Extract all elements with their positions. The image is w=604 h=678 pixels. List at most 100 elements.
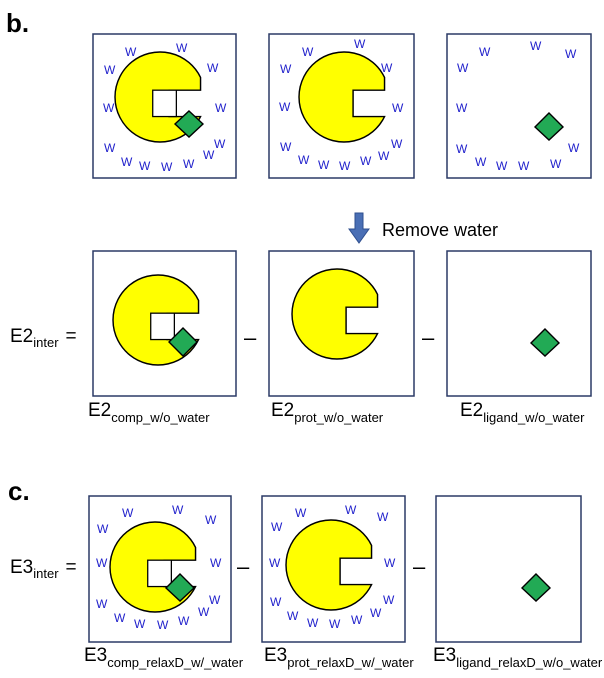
water-molecule: W [391, 137, 403, 151]
water-molecule: W [96, 597, 108, 611]
water-molecule: W [114, 611, 126, 625]
e3-inter-label: E3inter= [10, 557, 77, 581]
minus-sign: – [244, 325, 257, 350]
caption-e3-comp: E3comp_relaxD_w/_water [84, 645, 244, 670]
water-molecule: W [392, 101, 404, 115]
box-row3-ligand [435, 495, 582, 643]
water-molecule: W [280, 62, 292, 76]
panel-label-c: c. [8, 476, 30, 506]
water-molecule: W [456, 101, 468, 115]
water-molecule: W [125, 45, 137, 59]
water-molecule: W [475, 155, 487, 169]
water-molecule: W [172, 503, 184, 517]
water-molecule: W [383, 593, 395, 607]
water-molecule: W [97, 522, 109, 536]
caption-e3-ligand: E3ligand_relaxD_w/o_water [433, 645, 603, 670]
water-molecule: W [205, 513, 217, 527]
water-molecule: W [183, 157, 195, 171]
water-molecule: W [104, 141, 116, 155]
panel-label-b: b. [6, 8, 29, 38]
water-molecule: W [456, 142, 468, 156]
water-molecule: W [360, 154, 372, 168]
water-molecule: W [381, 61, 393, 75]
minus-sign: – [413, 554, 426, 579]
water-molecule: W [298, 153, 310, 167]
water-molecule: W [210, 556, 222, 570]
caption-e2-prot: E2prot_w/o_water [271, 400, 384, 425]
water-molecule: W [121, 155, 133, 169]
minus-sign: – [237, 554, 250, 579]
water-group-row1-ligand: W W W W W W W W W W W [456, 39, 580, 173]
water-molecule: W [157, 618, 169, 632]
water-molecule: W [307, 616, 319, 630]
water-molecule: W [96, 556, 108, 570]
water-molecule: W [339, 159, 351, 173]
water-molecule: W [280, 140, 292, 154]
water-molecule: W [287, 609, 299, 623]
water-molecule: W [176, 41, 188, 55]
e3-inter-equation-lhs: E3inter= [10, 557, 77, 581]
water-molecule: W [457, 61, 469, 75]
water-molecule: W [377, 510, 389, 524]
water-molecule: W [104, 63, 116, 77]
water-molecule: W [318, 158, 330, 172]
water-molecule: W [214, 137, 226, 151]
e2-inter-equation-lhs: E2inter= [10, 326, 77, 350]
water-molecule: W [207, 61, 219, 75]
water-molecule: W [329, 617, 341, 631]
water-molecule: W [496, 159, 508, 173]
water-molecule: W [122, 506, 134, 520]
box-row2-ligand [446, 250, 592, 397]
caption-e2-comp: E2comp_w/o_water [88, 400, 210, 425]
remove-water-label: Remove water [382, 220, 498, 240]
water-molecule: W [161, 160, 173, 174]
water-molecule: W [378, 149, 390, 163]
water-molecule: W [351, 613, 363, 627]
row3-complex-with-water: W W W W W W W W W W W W W [88, 495, 232, 643]
water-molecule: W [269, 556, 281, 570]
water-molecule: W [198, 605, 210, 619]
box-row1-ligand [446, 33, 592, 179]
water-molecule: W [203, 148, 215, 162]
water-group-row3-protein: W W W W W W W W W W W W W [269, 503, 396, 631]
water-group-row1-protein: W W W W W W W W W W W W W [279, 37, 404, 173]
water-molecule: W [550, 157, 562, 171]
ligand-diamond [529, 328, 561, 357]
water-molecule: W [384, 556, 396, 570]
water-molecule: W [209, 593, 221, 607]
water-molecule: W [279, 100, 291, 114]
water-molecule: W [565, 47, 577, 61]
water-molecule: W [134, 617, 146, 631]
remove-water-arrow: Remove water [348, 212, 498, 244]
water-molecule: W [270, 595, 282, 609]
row1-protein-with-water: W W W W W W W W W W W W W [268, 33, 415, 179]
water-molecule: W [479, 45, 491, 59]
row1-ligand-with-water: W W W W W W W W W W W [446, 33, 592, 179]
water-group-row3-complex: W W W W W W W W W W W W W [96, 503, 222, 632]
water-molecule: W [568, 141, 580, 155]
caption-e2-ligand: E2ligand_w/o_water [460, 400, 585, 425]
water-molecule: W [215, 101, 227, 115]
water-molecule: W [518, 159, 530, 173]
water-molecule: W [370, 606, 382, 620]
caption-e3-prot: E3prot_relaxD_w/_water [264, 645, 414, 670]
ligand-diamond [533, 112, 565, 141]
row3-protein-with-water: W W W W W W W W W W W W W [261, 495, 406, 643]
water-group-row1-complex: W W W W W W W W W W W W W [103, 41, 227, 174]
water-molecule: W [530, 39, 542, 53]
water-molecule: W [271, 520, 283, 534]
water-molecule: W [302, 45, 314, 59]
water-molecule: W [345, 503, 357, 517]
ligand-diamond [164, 573, 196, 602]
water-molecule: W [178, 614, 190, 628]
water-molecule: W [103, 101, 115, 115]
water-molecule: W [295, 506, 307, 520]
water-molecule: W [139, 159, 151, 173]
ligand-diamond [520, 573, 552, 602]
ligand-diamond [173, 110, 205, 138]
ligand-diamond [168, 327, 198, 357]
e2-inter-label: E2inter= [10, 326, 77, 350]
minus-sign: – [422, 325, 435, 350]
row1-complex-with-water: W W W W W W W W W W W W W [92, 33, 237, 179]
